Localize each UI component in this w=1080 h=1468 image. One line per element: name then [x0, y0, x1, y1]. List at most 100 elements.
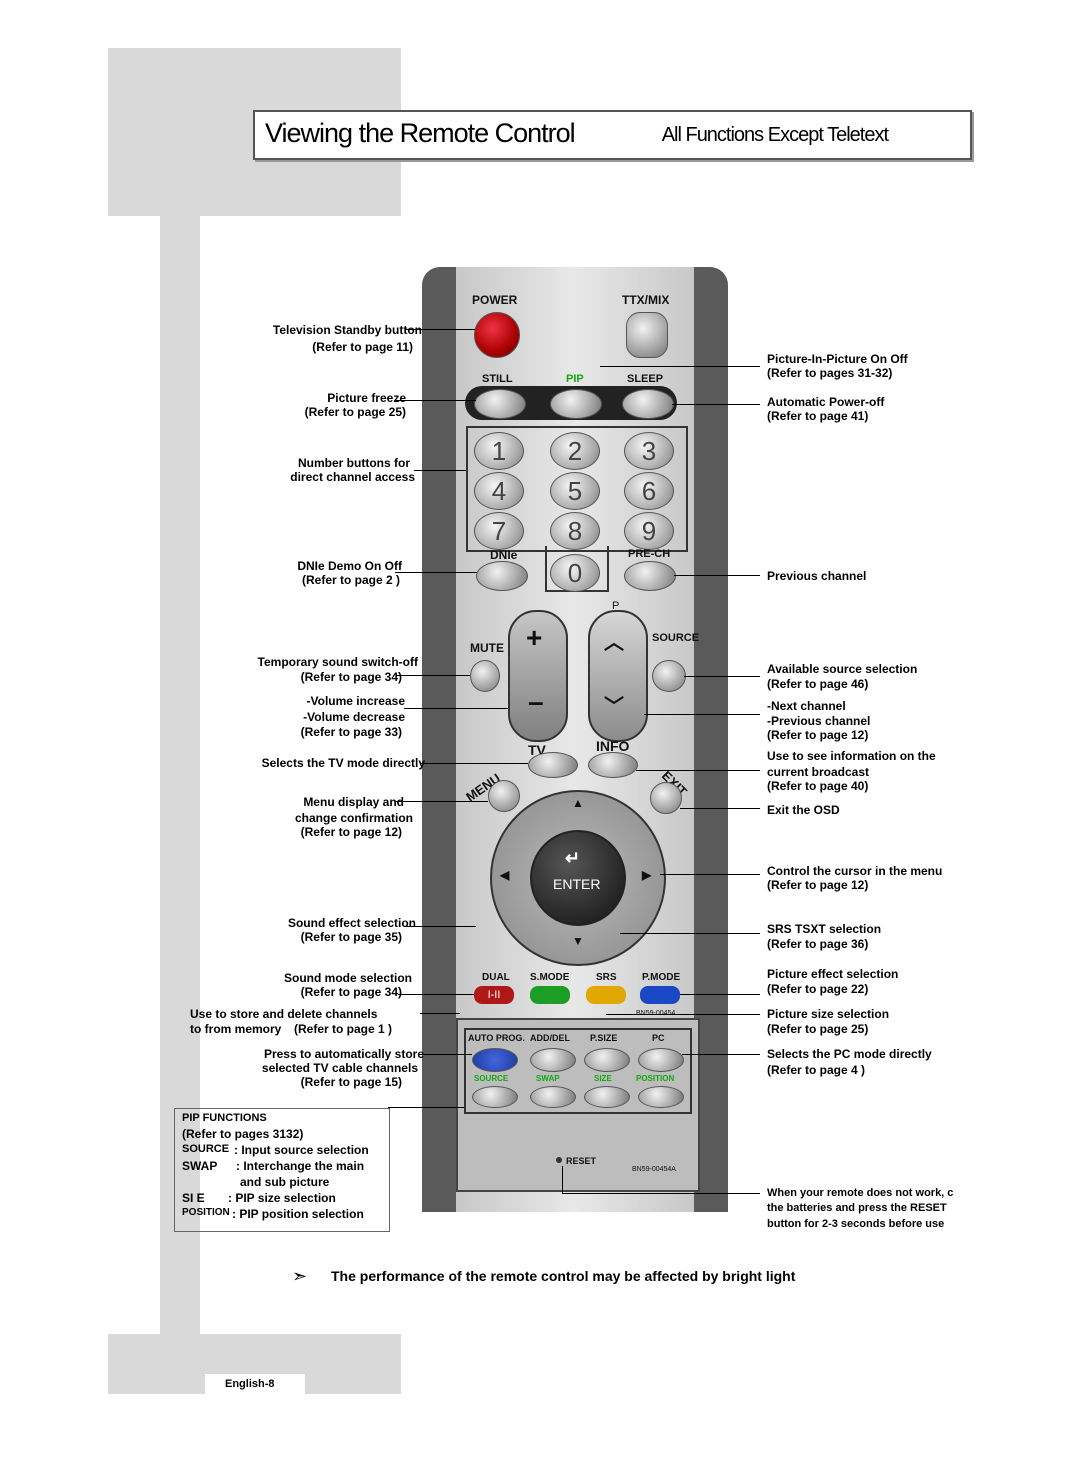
label-auto-2: selected TV cable channels: [261, 1061, 418, 1075]
leader-srs: [620, 933, 760, 934]
number-2-button[interactable]: 2: [550, 432, 600, 470]
autoprog-button[interactable]: [472, 1048, 518, 1072]
p-label: P: [612, 600, 620, 612]
channel-rocker[interactable]: [588, 610, 648, 742]
pip-functions-box: [174, 1108, 390, 1232]
model-bottom: BN59-00454A: [632, 1166, 676, 1173]
label-pc-ref: (Refer to page 4 ): [767, 1063, 866, 1077]
label-standby-text: Television Standby button: [272, 323, 422, 337]
pip-position-button[interactable]: [638, 1086, 684, 1108]
label-prech: Previous channel: [767, 569, 867, 583]
label-reset-1: When your remote does not work, c: [767, 1187, 954, 1199]
label-psize-ref: (Refer to page 25): [767, 1022, 869, 1036]
pip-functions-title: PIP FUNCTIONS: [182, 1112, 267, 1124]
ch-up-icon: ︿: [604, 632, 624, 654]
leader-menu: [396, 801, 488, 802]
leader-reset-h: [562, 1193, 760, 1194]
label-tv: Selects the TV mode directly: [261, 756, 425, 770]
label-menu-2: change confirmation: [294, 811, 413, 825]
label-freeze-ref: (Refer to page 25): [304, 405, 406, 419]
note-arrow-icon: ➣: [292, 1266, 308, 1286]
label-vol-up: -Volume increase: [306, 694, 405, 708]
page-subtitle: All Functions Except Teletext: [661, 124, 889, 146]
label-info-ref: (Refer to page 40): [767, 779, 869, 793]
model-top: BN59-00454: [636, 1010, 675, 1017]
dual-label: DUAL: [482, 972, 510, 983]
leader-sound-effect: [404, 926, 476, 927]
psize-button[interactable]: [584, 1048, 630, 1072]
label-auto-1: Press to automatically store: [263, 1047, 424, 1061]
volume-rocker[interactable]: [508, 610, 568, 742]
smode-label: S.MODE: [530, 972, 570, 983]
number-5-button[interactable]: 5: [550, 472, 600, 510]
lower-buttons-frame: [464, 1028, 692, 1114]
reset-button[interactable]: [556, 1157, 562, 1163]
menu-button[interactable]: [488, 780, 520, 812]
number-9-button[interactable]: 9: [624, 512, 674, 550]
still-button[interactable]: [474, 389, 526, 419]
pip-swap-button[interactable]: [530, 1086, 576, 1108]
up-arrow-icon: ▲: [572, 796, 584, 810]
leader-standby: [405, 329, 475, 330]
pip-size-button[interactable]: [584, 1086, 630, 1108]
power-button[interactable]: [474, 312, 520, 358]
leader-cursor: [660, 874, 760, 875]
dnie-button[interactable]: [476, 561, 528, 591]
power-label: POWER: [472, 293, 518, 307]
pip-swap-label: SWAP: [536, 1074, 560, 1083]
pip-source-button[interactable]: [472, 1086, 518, 1108]
number-7-button[interactable]: 7: [474, 512, 524, 550]
pip-swap-val-1: : Interchange the main: [236, 1159, 365, 1173]
label-pip: Picture-In-Picture On Off: [767, 352, 908, 366]
label-menu-ref: (Refer to page 12): [300, 825, 402, 839]
psize-label: P.SIZE: [590, 1033, 618, 1043]
pip-size-label: SIZE: [594, 1074, 612, 1083]
number-6-button[interactable]: 6: [624, 472, 674, 510]
pip-position-key: POSITION: [182, 1207, 230, 1218]
right-arrow-icon: ▶: [642, 868, 652, 882]
leader-pmode: [680, 994, 760, 995]
prech-button[interactable]: [624, 561, 676, 591]
number-8-button[interactable]: 8: [550, 512, 600, 550]
source-button[interactable]: [652, 660, 686, 692]
enter-icon: ↵: [565, 848, 581, 868]
mute-button[interactable]: [470, 660, 500, 692]
pip-button[interactable]: [550, 389, 602, 419]
label-freeze: Picture freeze: [327, 391, 406, 405]
number-4-button[interactable]: 4: [474, 472, 524, 510]
side-band-lower: [160, 216, 200, 1334]
label-source: Available source selection: [767, 662, 918, 676]
still-label: STILL: [482, 373, 513, 385]
leader-auto: [420, 1054, 472, 1055]
ttxmix-button[interactable]: [626, 312, 668, 358]
leader-vol: [404, 708, 508, 709]
leader-info: [636, 770, 760, 771]
pip-size-key: SI E: [182, 1191, 205, 1205]
ttxmix-label: TTX/MIX: [622, 293, 670, 307]
dual-button[interactable]: I-II: [474, 986, 514, 1004]
label-psize: Picture size selection: [767, 1007, 890, 1021]
smode-button[interactable]: [530, 986, 570, 1004]
number-1-button[interactable]: 1: [474, 432, 524, 470]
exit-button[interactable]: [650, 782, 682, 814]
enter-button[interactable]: [530, 830, 626, 926]
adddel-button[interactable]: [530, 1048, 576, 1072]
label-info-2: current broadcast: [767, 765, 870, 779]
leader-numbers: [414, 470, 466, 471]
tv-button[interactable]: [528, 752, 578, 778]
down-arrow-icon: ▼: [572, 934, 584, 948]
number-3-button[interactable]: 3: [624, 432, 674, 470]
autoprog-label: AUTO PROG.: [468, 1033, 525, 1043]
pc-button[interactable]: [638, 1048, 684, 1072]
pip-position-label: POSITION: [636, 1074, 675, 1083]
label-pip-ref: (Refer to pages 31-32): [767, 366, 893, 380]
sleep-button[interactable]: [622, 389, 674, 419]
page-title: Viewing the Remote Control: [265, 118, 576, 148]
pmode-button[interactable]: [640, 986, 680, 1004]
leader-source: [684, 676, 760, 677]
info-button[interactable]: [588, 752, 638, 778]
leader-prech: [674, 575, 760, 576]
number-0-button[interactable]: 0: [550, 554, 600, 592]
srs-button[interactable]: [586, 986, 626, 1004]
leader-dnie: [395, 572, 477, 573]
